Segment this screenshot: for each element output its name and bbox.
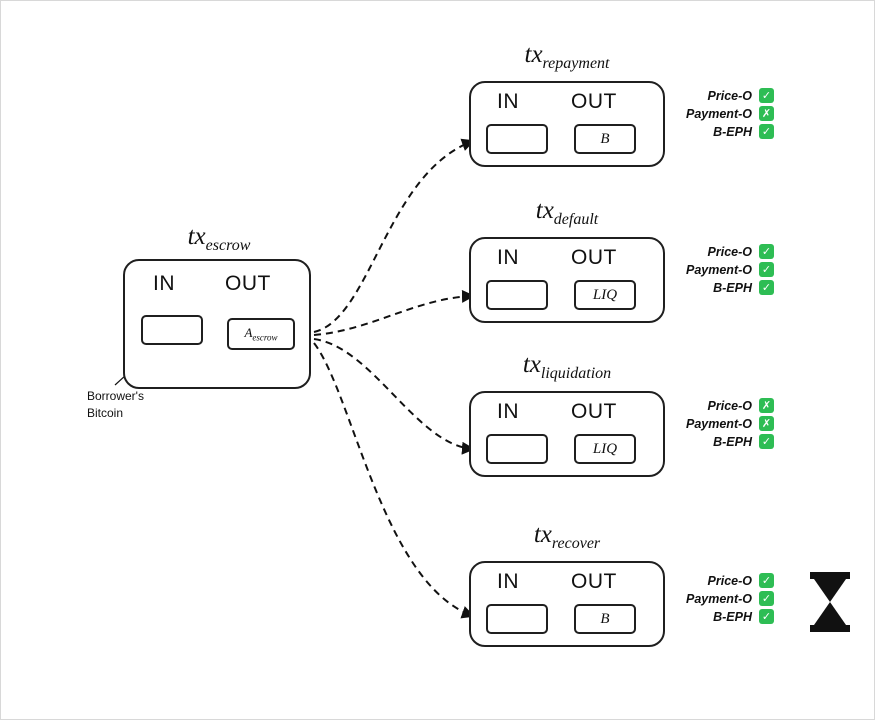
check-icon [759, 434, 774, 449]
tx-recover-out-value: B [600, 610, 610, 627]
condition-row: Payment-O [656, 591, 774, 606]
connector-escrow-to-repayment [313, 138, 475, 333]
tx-default-box: IN OUT LIQ [469, 237, 665, 323]
check-icon [759, 124, 774, 139]
tx-repayment-conditions: Price-O Payment-O B-EPH [656, 88, 774, 139]
out-label: OUT [571, 570, 617, 593]
condition-row: Price-O [656, 573, 774, 588]
tx-recover-in-slot [486, 604, 548, 634]
borrowers-bitcoin-annotation: Borrower's Bitcoin [87, 389, 144, 420]
cross-icon [759, 416, 774, 431]
tx-liquidation-out-value: LIQ [592, 440, 618, 457]
connector-escrow-to-recover [313, 342, 475, 619]
tx-escrow-title-prefix: tx [187, 223, 206, 250]
condition-row: B-EPH [656, 124, 774, 139]
escrow-in-label: IN [153, 272, 175, 295]
check-icon [759, 573, 774, 588]
escrow-out-slot: Aescrow [227, 318, 295, 350]
cross-icon [759, 106, 774, 121]
out-label: OUT [571, 246, 617, 269]
escrow-out-value: Aescrow [244, 325, 278, 343]
out-label: OUT [571, 400, 617, 423]
tx-liquidation-in-slot [486, 434, 548, 464]
tx-default-conditions: Price-O Payment-O B-EPH [656, 244, 774, 295]
tx-repayment-box: IN OUT B [469, 81, 665, 167]
tx-repayment-title: txrepayment [524, 41, 610, 72]
check-icon [759, 88, 774, 103]
tx-escrow-title-subscript: escrow [205, 237, 251, 254]
hourglass-icon [807, 572, 853, 637]
tx-recover-out-slot: B [574, 604, 636, 634]
tx-default-in-slot [486, 280, 548, 310]
in-label: IN [497, 90, 519, 113]
check-icon [759, 591, 774, 606]
escrow-in-slot [141, 315, 203, 345]
tx-default-title: txdefault [535, 197, 599, 228]
tx-repayment-out-slot: B [574, 124, 636, 154]
connector-escrow-to-default [313, 289, 475, 336]
condition-row: Payment-O [656, 416, 774, 431]
tx-default-out-value: LIQ [592, 286, 618, 303]
tx-liquidation-box: IN OUT LIQ [469, 391, 665, 477]
in-label: IN [497, 400, 519, 423]
tx-liquidation-conditions: Price-O Payment-O B-EPH [656, 398, 774, 449]
tx-liquidation-out-slot: LIQ [574, 434, 636, 464]
condition-row: B-EPH [656, 434, 774, 449]
condition-row: Payment-O [656, 262, 774, 277]
escrow-out-label: OUT [225, 272, 271, 295]
out-label: OUT [571, 90, 617, 113]
tx-default-out-slot: LIQ [574, 280, 636, 310]
condition-row: B-EPH [656, 609, 774, 624]
in-label: IN [497, 570, 519, 593]
condition-row: B-EPH [656, 280, 774, 295]
tx-escrow-title: txescrow [125, 223, 313, 255]
condition-row: Price-O [656, 88, 774, 103]
connector-escrow-to-liquidation [313, 338, 475, 455]
tx-escrow-box: IN OUT Aescrow [123, 259, 311, 389]
condition-row: Price-O [656, 398, 774, 413]
tx-repayment-in-slot [486, 124, 548, 154]
condition-row: Payment-O [656, 106, 774, 121]
condition-row: Price-O [656, 244, 774, 259]
check-icon [759, 280, 774, 295]
tx-recover-title: txrecover [533, 521, 601, 552]
in-label: IN [497, 246, 519, 269]
check-icon [759, 609, 774, 624]
tx-recover-box: IN OUT B [469, 561, 665, 647]
tx-liquidation-title: txliquidation [522, 351, 612, 382]
check-icon [759, 244, 774, 259]
tx-repayment-out-value: B [600, 130, 610, 147]
tx-recover-conditions: Price-O Payment-O B-EPH [656, 573, 774, 624]
check-icon [759, 262, 774, 277]
cross-icon [759, 398, 774, 413]
